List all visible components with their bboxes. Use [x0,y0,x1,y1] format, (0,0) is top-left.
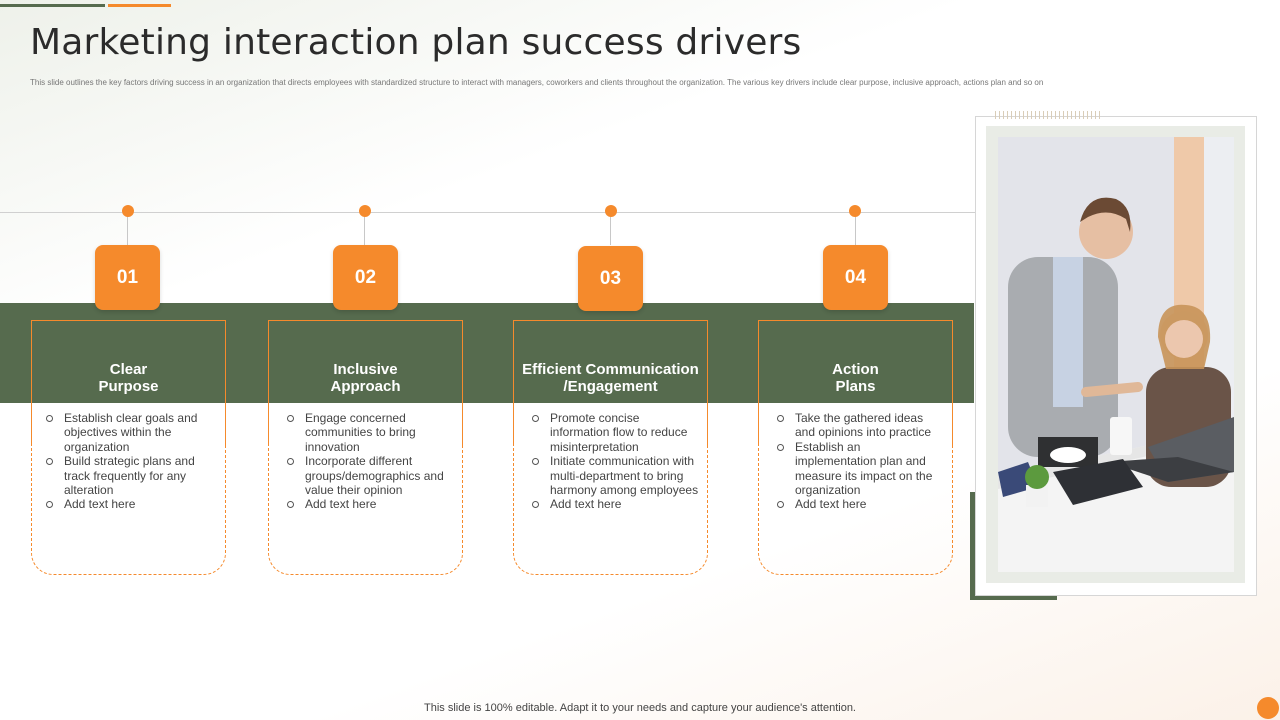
top-accent-orange [108,4,171,7]
step-number-4: 04 [823,245,888,310]
card-title-line: Efficient Communication [522,361,699,378]
card-title: Action Plans [759,361,952,395]
card-title-line: Purpose [98,378,159,395]
office-meeting-photo [998,137,1234,572]
timeline-dot [849,205,861,217]
card-bullets: Engage concerned communities to bring in… [283,411,454,512]
bullet-item: Add text here [528,497,699,511]
footer-note: This slide is 100% editable. Adapt it to… [424,702,856,714]
step-number-3: 03 [578,246,643,311]
card-title: Inclusive Approach [269,361,462,395]
timeline-dot [359,205,371,217]
bullet-item: Promote concise information flow to redu… [528,411,699,454]
green-band [0,303,974,403]
step-number-2: 02 [333,245,398,310]
connector-stem [364,215,365,245]
connector-stem [610,215,611,245]
card-title: Efficient Communication /Engagement [514,361,707,395]
card-bullets: Take the gathered ideas and opinions int… [773,411,944,512]
photo-tick-decoration [995,111,1100,119]
bullet-item: Add text here [42,497,217,511]
bullet-item: Take the gathered ideas and opinions int… [773,411,944,440]
card-title: Clear Purpose [32,361,225,395]
slide-subtitle: This slide outlines the key factors driv… [30,78,1044,87]
office-meeting-illustration [998,137,1234,572]
corner-dot [1257,697,1279,719]
photo-accent-green [970,492,979,600]
card-bullets: Promote concise information flow to redu… [528,411,699,512]
timeline-dot [605,205,617,217]
bullet-item: Build strategic plans and track frequent… [42,454,217,497]
card-title-line: Plans [835,378,876,395]
bullet-item: Incorporate different groups/demographic… [283,454,454,497]
card-frame [268,320,463,445]
card-title-line: Inclusive [333,361,398,378]
card-title-line: /Engagement [563,378,658,395]
connector-stem [855,215,856,245]
timeline-dot [122,205,134,217]
step-number-1: 01 [95,245,160,310]
card-title-line: Approach [330,378,401,395]
card-frame [758,320,953,445]
timeline-line [0,212,975,213]
driver-card-3: Efficient Communication /Engagement Prom… [513,320,708,575]
card-frame [31,320,226,445]
bullet-item: Establish clear goals and objectives wit… [42,411,217,454]
bullet-item: Establish an implementation plan and mea… [773,440,944,498]
card-bullets: Establish clear goals and objectives wit… [42,411,217,512]
bullet-item: Add text here [283,497,454,511]
driver-card-2: Inclusive Approach Engage concerned comm… [268,320,463,575]
driver-card-1: Clear Purpose Establish clear goals and … [31,320,226,575]
slide-title: Marketing interaction plan success drive… [30,22,802,63]
driver-card-4: Action Plans Take the gathered ideas and… [758,320,953,575]
bullet-item: Add text here [773,497,944,511]
bullet-item: Engage concerned communities to bring in… [283,411,454,454]
bullet-item: Initiate communication with multi-depart… [528,454,699,497]
card-frame [513,320,708,445]
top-accent-green [0,4,105,7]
card-title-line: Action [832,361,879,378]
connector-stem [127,215,128,245]
card-title-line: Clear [109,361,148,378]
